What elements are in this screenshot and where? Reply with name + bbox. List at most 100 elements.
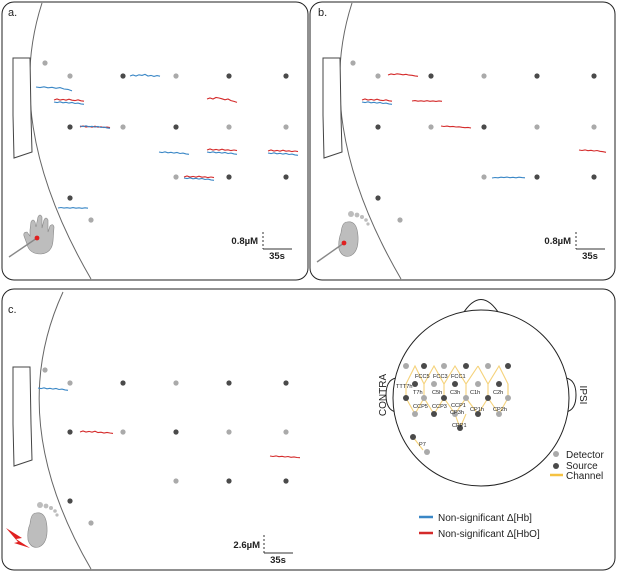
optode-dots [350, 60, 597, 223]
source-dot [173, 429, 179, 435]
toe [55, 513, 59, 517]
detector-dot [88, 520, 94, 526]
hbo-trace [206, 148, 238, 152]
detector-dot [120, 429, 126, 435]
head-map: CONTRA IPSI [378, 299, 604, 487]
source-dot [283, 174, 289, 180]
hbo-trace [440, 125, 472, 129]
detector-dot [424, 449, 430, 455]
source-dot [67, 429, 73, 435]
detector-dot [534, 124, 540, 130]
scale-bar-time: 35s [269, 251, 285, 262]
toe [364, 218, 368, 222]
channel-label: CCP1 [451, 403, 466, 409]
hb-trace [35, 86, 73, 92]
toe [354, 212, 360, 218]
source-dot [591, 73, 597, 79]
detector-dot [505, 395, 511, 401]
detector-dot [42, 367, 48, 373]
source-dot [403, 395, 409, 401]
scale-bar-time: 35s [582, 251, 598, 262]
source-dot [505, 363, 511, 369]
source-dot [428, 73, 434, 79]
panel-c: c. [1, 288, 616, 571]
detector-dot [283, 124, 289, 130]
detector-dot [463, 395, 469, 401]
hbo-trace [206, 96, 238, 103]
panel-a-frame [1, 1, 309, 281]
hb-trace [183, 177, 215, 181]
scale-bar-value: 0.8µM [231, 236, 258, 247]
detector-dot [173, 380, 179, 386]
source-dot [120, 380, 126, 386]
optode-dots [42, 367, 289, 526]
toe [49, 506, 53, 510]
channel-label: T7h [413, 390, 423, 396]
head-outline [392, 309, 570, 487]
channel-label: C5h [432, 390, 442, 396]
detector-dot [481, 73, 487, 79]
source-dot [481, 124, 487, 130]
source-dot [283, 478, 289, 484]
hb-trace [37, 387, 69, 391]
panel-a: a. [1, 1, 309, 281]
source-dot [67, 195, 73, 201]
head-outline-arc [339, 2, 402, 280]
optode-legend: Detector Source Channel [550, 450, 604, 482]
channel-label: FCC3 [433, 374, 448, 380]
hb-trace [158, 151, 190, 155]
channel-label: CCP5 [413, 404, 428, 410]
source-dot [475, 411, 481, 417]
detector-dot [428, 124, 434, 130]
signal-traces [35, 73, 299, 209]
source-legend-marker [553, 463, 559, 469]
detector-dot [67, 380, 73, 386]
hb-trace [79, 125, 111, 129]
channel-label: CPP1 [452, 423, 467, 429]
detector-dot [375, 73, 381, 79]
detector-dot [173, 478, 179, 484]
source-dot [226, 478, 232, 484]
panel-b: b. [309, 1, 616, 281]
head-optodes [403, 363, 511, 455]
hbo-trace [578, 149, 607, 153]
hb-trace [491, 176, 526, 179]
detector-dot [283, 429, 289, 435]
toe [360, 215, 364, 219]
panel-a-label: a. [8, 7, 17, 19]
signal-traces [37, 387, 301, 459]
source-dot [67, 498, 73, 504]
hand-shape [23, 214, 55, 255]
toe [37, 502, 43, 508]
source-dot [496, 381, 502, 387]
detector-dot [496, 411, 502, 417]
source-dot [463, 363, 469, 369]
channel-label: FCC5 [415, 374, 430, 380]
channel-label: FCC1 [451, 374, 466, 380]
source-dot [431, 411, 437, 417]
source-dot [485, 395, 491, 401]
hbo-trace [79, 430, 114, 434]
scale-bar-value: 2.6µM [233, 540, 260, 551]
panel-c-label: c. [8, 304, 17, 316]
detector-dot [173, 73, 179, 79]
hb-trace [53, 101, 85, 105]
stimulus-probe [8, 237, 38, 258]
scale-bar: 0.8µM 35s [544, 232, 605, 262]
scale-bar-time: 35s [270, 555, 286, 566]
ear-outline [12, 57, 33, 159]
stimulus-point [341, 240, 347, 246]
detector-legend-marker [553, 451, 559, 457]
detector-dot [226, 124, 232, 130]
foot-shape [338, 221, 359, 257]
ipsi-label: IPSI [577, 386, 588, 405]
detector-dot [412, 411, 418, 417]
channel-label: CP3h [450, 410, 464, 416]
source-dot [534, 73, 540, 79]
detector-dot [421, 395, 427, 401]
detector-dot [485, 363, 491, 369]
source-dot [283, 380, 289, 386]
hb-trace [57, 206, 89, 209]
signal-legend: Non-significant Δ[Hb] Non-significant Δ[… [419, 513, 540, 540]
hbo-trace [387, 73, 419, 77]
